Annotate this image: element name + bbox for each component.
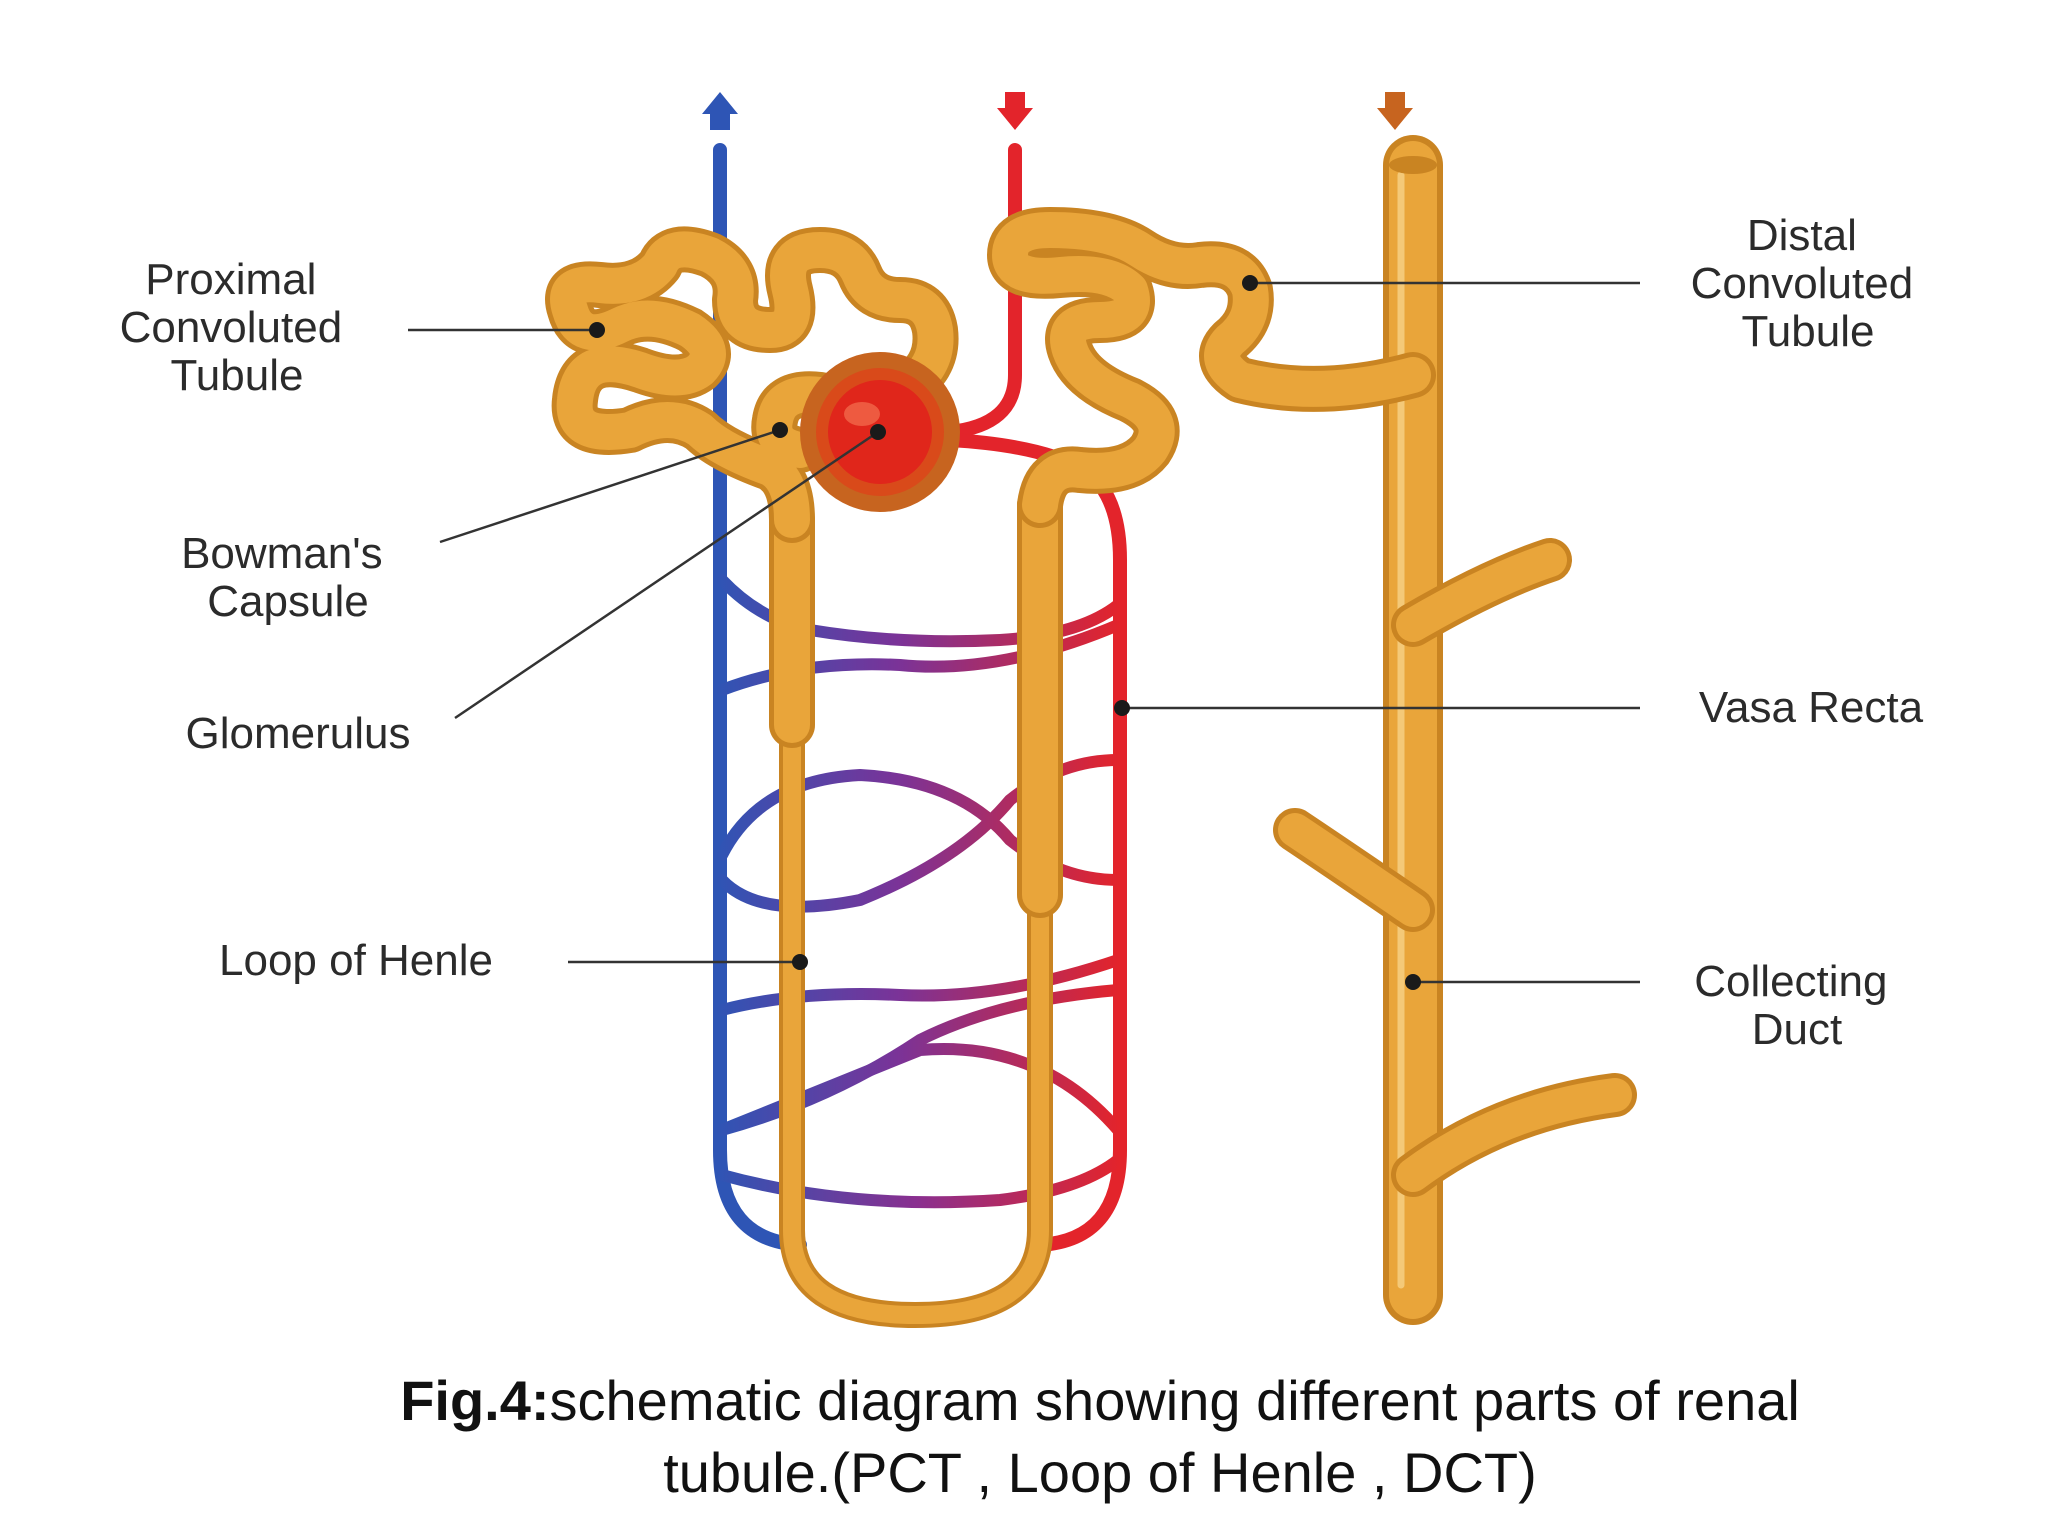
collecting-duct-branches (1273, 538, 1637, 1197)
label-proximal-convoluted-tubule: Proximal Convoluted Tubule (120, 255, 355, 400)
caption-figure-number: Fig.4: (400, 1369, 550, 1432)
filtrate-in-arrow-icon (1377, 92, 1413, 130)
caption-line-1: Fig.4:schematic diagram showing differen… (280, 1365, 1920, 1437)
label-vasa-recta: Vasa Recta (1699, 683, 1924, 732)
label-glomerulus: Glomerulus (186, 709, 411, 758)
label-loop-of-henle: Loop of Henle (219, 936, 493, 985)
label-distal-convoluted-tubule: Distal Convoluted Tubule (1691, 211, 1926, 356)
proximal-convoluted-tubule (545, 226, 959, 543)
figure-caption: Fig.4:schematic diagram showing differen… (280, 1365, 1920, 1509)
loop-of-henle (769, 482, 1063, 1328)
caption-text-1: schematic diagram showing different part… (549, 1369, 1800, 1432)
artery-vessel (943, 143, 1127, 1252)
collecting-duct (1273, 135, 1637, 1325)
blood-in-arrow-icon (997, 92, 1033, 130)
leader-lines (408, 275, 1640, 990)
label-bowmans-capsule: Bowman's Capsule (181, 529, 395, 626)
blood-out-arrow-icon (702, 92, 738, 130)
distal-convoluted-tubule (987, 207, 1436, 528)
caption-line-2: tubule.(PCT , Loop of Henle , DCT) (663, 1441, 1537, 1504)
label-collecting-duct: Collecting Duct (1694, 957, 1899, 1054)
